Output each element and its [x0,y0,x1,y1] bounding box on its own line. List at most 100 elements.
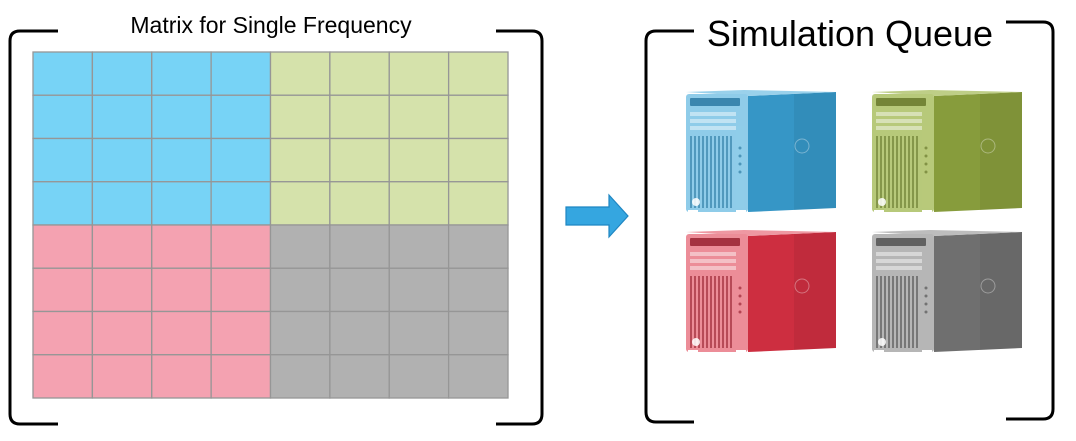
workstation-side-panel [748,92,836,212]
workstation-vent [702,276,704,348]
workstation-foot [874,210,884,213]
workstation-side-shade [980,92,1022,210]
matrix-cell [32,94,94,140]
matrix-cell [210,51,272,96]
matrix-cell [329,267,390,313]
matrix-cell [269,267,331,313]
matrix-cell [447,51,509,96]
workstation-port [738,294,742,298]
workstation-vent [730,276,732,348]
matrix-cell [447,310,509,356]
matrix-cell [329,51,390,96]
workstation-vent [714,276,716,348]
workstation-vent [884,136,886,208]
matrix-cell [210,310,272,356]
matrix-cell [269,354,331,399]
workstation-bay-slot [690,126,736,130]
workstation-logo [692,198,700,206]
workstation-logo [692,338,700,346]
workstation-side-logo [794,138,810,154]
matrix-cell [388,310,450,356]
matrix-cell [210,224,272,269]
workstation-side-logo [980,138,996,154]
workstation-vent [702,136,704,208]
matrix-cell [329,181,390,226]
workstation-front-panel [872,94,934,212]
workstation-vent [718,136,720,208]
right-arrow-icon [565,193,629,239]
workstation-port [924,302,928,306]
workstation-vent [726,276,728,348]
matrix-cell [32,224,94,269]
matrix-cell [388,181,450,226]
matrix-cell [388,137,450,183]
workstation-top [686,230,836,236]
matrix-cell [329,94,390,140]
workstation-vent [710,136,712,208]
workstation-vent [876,136,878,208]
matrix-cell [269,137,331,183]
workstation-foot [688,350,698,353]
workstation-side-panel [934,92,1022,212]
workstation-vent [876,276,878,348]
workstation-drive-bay [876,238,926,246]
workstation-drive-bay [690,98,740,106]
workstation-vent [710,276,712,348]
matrix-cell [151,51,212,96]
workstation-vent [896,276,898,348]
workstation-control-strip [736,266,744,348]
matrix-cell [447,94,509,140]
matrix-cell [388,224,450,269]
queue-left-bracket [644,29,694,424]
workstation-port [924,170,928,174]
matrix-cell [447,181,509,226]
matrix-cell [32,51,94,96]
matrix-cell [210,267,272,313]
workstation-foot [736,210,746,213]
workstation-bay-slot [690,266,736,270]
workstation-bay-slot [876,119,922,123]
matrix-grid [32,51,509,399]
workstation-vent [912,136,914,208]
workstation-side-logo [794,278,810,294]
workstation-side-shade [794,92,836,210]
workstation-vent [904,276,906,348]
workstation-bay-slot [876,112,922,116]
workstation-vent [714,136,716,208]
matrix-cell [151,137,212,183]
workstation-vent [884,276,886,348]
matrix-cell [269,310,331,356]
matrix-cell [269,51,331,96]
workstation-side-logo [980,278,996,294]
workstation-vent [730,136,732,208]
matrix-cell [329,224,390,269]
workstation-port [738,146,742,150]
matrix-cell [269,224,331,269]
workstation-vent [908,136,910,208]
workstation-top [872,230,1022,236]
matrix-cell [32,354,94,399]
workstation-control-strip [922,266,930,348]
workstation-vent [904,136,906,208]
matrix-cell [447,224,509,269]
matrix-cell [91,267,153,313]
workstation-bay-slot [690,259,736,263]
workstation-vent [912,276,914,348]
matrix-cell [447,354,509,399]
workstation-side-shade [794,232,836,350]
workstation-vent [892,276,894,348]
matrix-cell [329,137,390,183]
gray-workstation-icon [872,230,1022,353]
matrix-cell [269,181,331,226]
matrix-cell [447,267,509,313]
workstation-port [738,302,742,306]
workstation-vent [880,136,882,208]
workstation-logo [878,338,886,346]
workstation-port [924,286,928,290]
matrix-cell [32,137,94,183]
workstation-vent [900,276,902,348]
matrix-cell [388,51,450,96]
workstation-front-panel [686,94,748,212]
workstation-bay-slot [690,112,736,116]
